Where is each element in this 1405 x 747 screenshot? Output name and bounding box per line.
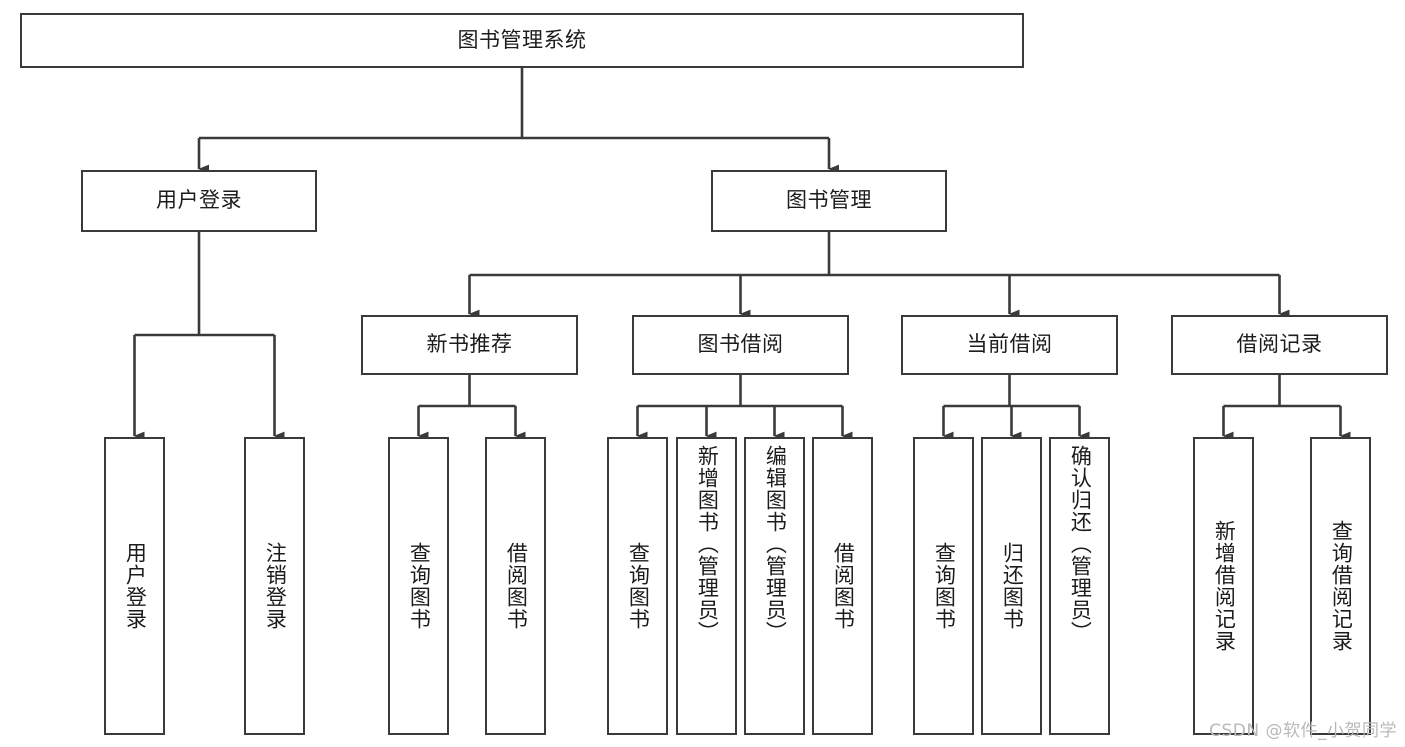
node-leaf-logout[interactable]: 注销登录 <box>244 437 305 735</box>
connector-lines <box>133 68 1351 441</box>
node-leaf-confirm-return-admin[interactable]: 确认归还（管理员） <box>1049 437 1110 735</box>
node-root-node[interactable]: 图书管理系统 <box>20 13 1024 68</box>
node-label: 用户登录 <box>123 542 148 630</box>
node-leaf-return-book[interactable]: 归还图书 <box>981 437 1042 735</box>
node-label: 借阅图书 <box>831 542 856 630</box>
node-label: 图书管理 <box>786 188 872 213</box>
node-leaf-borrow-book-recommend[interactable]: 借阅图书 <box>485 437 546 735</box>
node-label: 图书借阅 <box>697 332 784 357</box>
node-label: 查询借阅记录 <box>1329 520 1354 652</box>
node-label: 图书管理系统 <box>457 27 587 52</box>
node-label: 借阅图书 <box>504 542 529 630</box>
node-label: 用户登录 <box>156 188 242 213</box>
node-label: 新增图书（管理员） <box>695 445 720 643</box>
node-label: 查询图书 <box>932 542 957 630</box>
node-book-management[interactable]: 图书管理 <box>711 170 947 232</box>
node-leaf-borrow-book[interactable]: 借阅图书 <box>812 437 873 735</box>
node-label: 借阅记录 <box>1236 332 1323 357</box>
node-leaf-query-borrow-record[interactable]: 查询借阅记录 <box>1310 437 1371 735</box>
node-new-book-recommend[interactable]: 新书推荐 <box>361 315 578 375</box>
node-label: 新书推荐 <box>426 332 513 357</box>
node-label: 归还图书 <box>1000 542 1025 630</box>
node-label: 查询图书 <box>626 542 651 630</box>
node-leaf-query-book-borrow[interactable]: 查询图书 <box>607 437 668 735</box>
node-label: 新增借阅记录 <box>1212 520 1237 652</box>
node-borrow-record[interactable]: 借阅记录 <box>1171 315 1388 375</box>
node-label: 编辑图书（管理员） <box>763 445 788 643</box>
node-leaf-add-book-admin[interactable]: 新增图书（管理员） <box>676 437 737 735</box>
node-label: 当前借阅 <box>966 332 1053 357</box>
node-user-login[interactable]: 用户登录 <box>81 170 317 232</box>
node-leaf-user-login[interactable]: 用户登录 <box>104 437 165 735</box>
node-current-borrow[interactable]: 当前借阅 <box>901 315 1118 375</box>
node-leaf-edit-book-admin[interactable]: 编辑图书（管理员） <box>744 437 805 735</box>
node-label: 查询图书 <box>407 542 432 630</box>
node-book-borrow[interactable]: 图书借阅 <box>632 315 849 375</box>
node-leaf-query-book-current[interactable]: 查询图书 <box>913 437 974 735</box>
node-label: 确认归还（管理员） <box>1068 445 1093 643</box>
node-label: 注销登录 <box>263 542 288 630</box>
node-leaf-query-book-recommend[interactable]: 查询图书 <box>388 437 449 735</box>
node-leaf-add-borrow-record[interactable]: 新增借阅记录 <box>1193 437 1254 735</box>
